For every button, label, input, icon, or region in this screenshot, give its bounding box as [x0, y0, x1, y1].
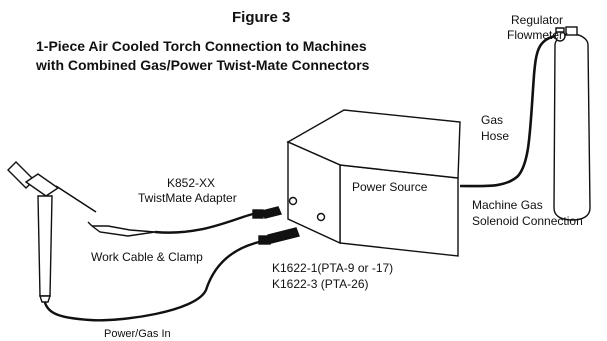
- label-regulator: Regulator: [511, 13, 564, 27]
- work-cable-assembly: [87, 206, 282, 237]
- figure-title-line2: with Combined Gas/Power Twist-Mate Conne…: [36, 57, 370, 73]
- torch-cable: [42, 240, 260, 322]
- label-work-cable-clamp: Work Cable & Clamp: [91, 250, 203, 264]
- label-twistmate-adapter: TwistMate Adapter: [138, 191, 237, 205]
- label-k1622-1: K1622-1(PTA-9 or -17): [272, 261, 394, 275]
- tig-torch: [7, 161, 97, 303]
- torch-adapter: [258, 227, 300, 245]
- label-k852-xx: K852-XX: [167, 176, 216, 190]
- figure-number: Figure 3: [232, 9, 291, 26]
- label-gas: Gas: [481, 113, 504, 127]
- gas-cylinder: [553, 26, 591, 221]
- label-k1622-3: K1622-3 (PTA-26): [272, 277, 369, 291]
- label-machine-gas: Machine Gas: [472, 198, 543, 212]
- label-hose: Hose: [481, 129, 510, 143]
- gas-hose: [459, 34, 556, 188]
- label-power-source: Power Source: [352, 180, 428, 194]
- figure-title-line1: 1-Piece Air Cooled Torch Connection to M…: [36, 38, 367, 54]
- label-solenoid-connection: Solenoid Connection: [472, 214, 583, 228]
- power-source-box: [286, 109, 461, 257]
- label-power-gas-in: Power/Gas In: [104, 328, 171, 340]
- label-flowmeter: Flowmeter: [507, 28, 564, 42]
